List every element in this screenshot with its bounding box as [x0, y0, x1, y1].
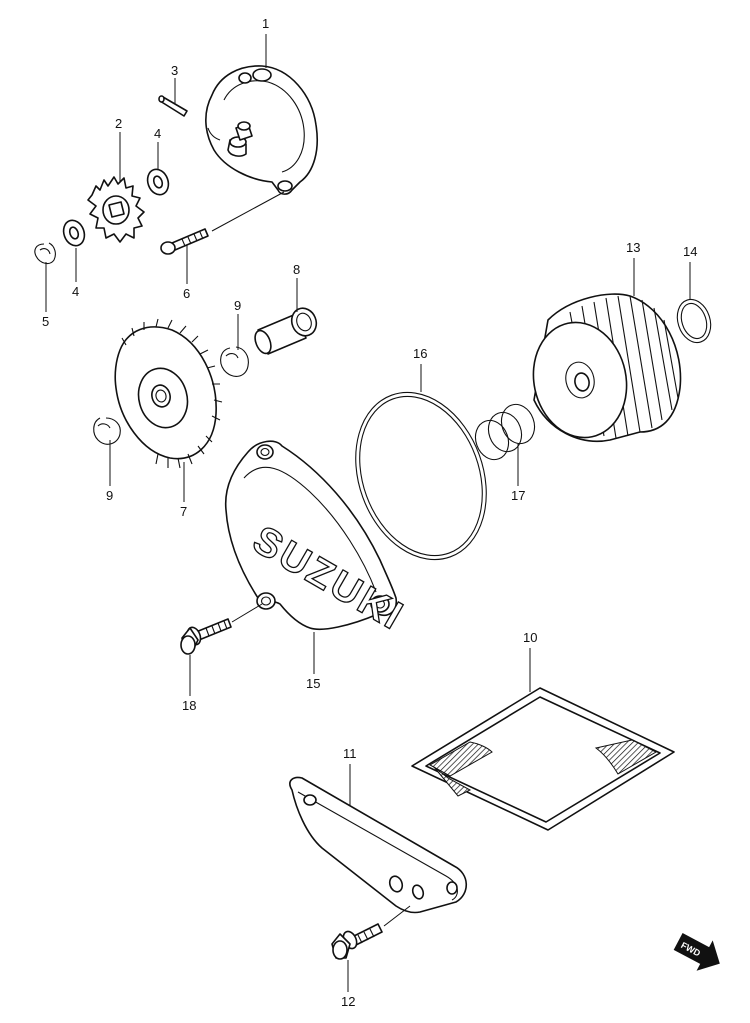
callout-18: 18 — [182, 698, 196, 713]
part-1-oil-pump-body[interactable] — [205, 65, 319, 195]
part-4-washer-lower[interactable] — [60, 217, 88, 248]
part-3-pin[interactable] — [158, 95, 188, 117]
callout-10: 10 — [523, 630, 537, 645]
callout-8: 8 — [293, 262, 300, 277]
part-5-circlip[interactable] — [34, 242, 56, 265]
callout-17: 17 — [511, 488, 525, 503]
callout-4-lower: 4 — [72, 284, 79, 299]
callout-4-upper: 4 — [154, 126, 161, 141]
callout-11: 11 — [343, 746, 357, 761]
part-2-pump-gear[interactable] — [87, 176, 145, 243]
part-13-oil-filter[interactable] — [523, 293, 682, 446]
part-18-cover-bolt[interactable] — [180, 618, 232, 655]
callout-6: 6 — [183, 286, 190, 301]
fwd-direction-arrow: FWD — [673, 933, 720, 971]
part-10-oil-strainer[interactable] — [411, 687, 675, 831]
callout-14: 14 — [683, 244, 697, 259]
callout-3: 3 — [171, 63, 178, 78]
part-16-o-ring-large[interactable] — [333, 374, 508, 578]
leader-lines — [45, 34, 691, 992]
part-8-plug[interactable] — [252, 305, 320, 356]
part-9-circlip-left[interactable] — [93, 417, 121, 445]
callout-9-left: 9 — [106, 488, 113, 503]
part-9-circlip-right[interactable] — [220, 346, 249, 377]
callout-labels: 1 2 3 4 4 5 6 7 8 9 9 10 11 12 13 14 15 … — [42, 16, 697, 1009]
callout-15: 15 — [306, 676, 320, 691]
callout-9-right: 9 — [234, 298, 241, 313]
callout-2: 2 — [115, 116, 122, 131]
part-6-screw[interactable] — [160, 228, 209, 255]
callout-16: 16 — [413, 346, 427, 361]
part-17-spring[interactable] — [470, 400, 540, 465]
part-12-plate-bolt[interactable] — [331, 923, 383, 960]
callout-12: 12 — [341, 994, 355, 1009]
callout-7: 7 — [180, 504, 187, 519]
callout-5: 5 — [42, 314, 49, 329]
part-14-o-ring[interactable] — [672, 295, 716, 347]
part-4-washer-upper[interactable] — [144, 166, 172, 197]
part-11-plate[interactable] — [289, 776, 468, 914]
callout-1: 1 — [262, 16, 269, 31]
callout-13: 13 — [626, 240, 640, 255]
part-7-driven-gear[interactable] — [114, 318, 223, 469]
